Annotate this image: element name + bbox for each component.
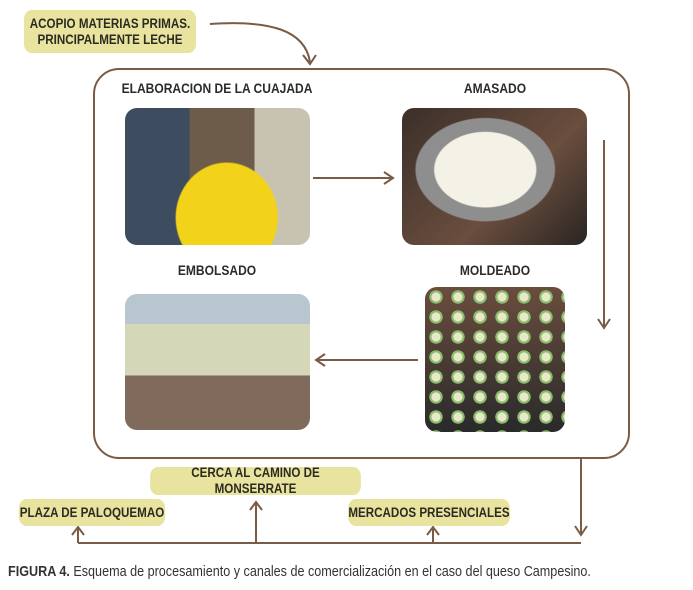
step-amasado-label: AMASADO (463, 80, 527, 96)
step-embolsado-label: EMBOLSADO (177, 262, 257, 278)
amasado-photo (402, 108, 587, 245)
arrow-acopio-to-process (209, 22, 311, 63)
cuajada-photo (125, 108, 310, 245)
step-moldeado-label: MOLDEADO (459, 262, 531, 278)
channel-paloquemao: PLAZA DE PALOQUEMAO (18, 499, 166, 526)
caption-text: Esquema de procesamiento y canales de co… (69, 563, 591, 580)
arrow-to-paloquemao (71, 525, 85, 543)
acopio-box: ACOPIO MATERIAS PRIMAS. PRINCIPALMENTE L… (24, 10, 196, 53)
moldeado-photo (425, 287, 565, 432)
embolsado-photo (125, 294, 310, 430)
process-frame (93, 68, 630, 459)
channel-monserrate: CERCA AL CAMINO DE MONSERRATE (150, 465, 361, 496)
arrow-to-monserrate (249, 500, 263, 543)
figure-caption: FIGURA 4. Esquema de procesamiento y can… (8, 563, 591, 580)
channel-mercados: MERCADOS PRESENCIALES (348, 499, 510, 526)
step-cuajada-label: ELABORACION DE LA CUAJADA (121, 80, 313, 96)
caption-prefix: FIGURA 4. (8, 563, 70, 580)
arrow-to-mercados (426, 525, 440, 543)
